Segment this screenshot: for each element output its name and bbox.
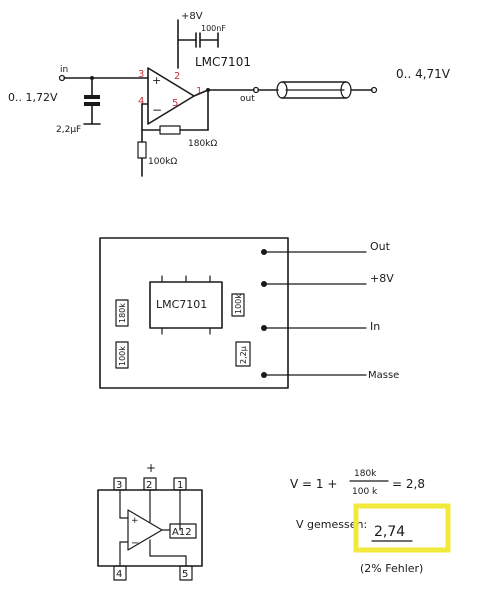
board-label-gnd: Masse (368, 370, 399, 381)
pinout-marking-box (169, 523, 197, 539)
pinout-pin-4-label: 4 (116, 569, 122, 580)
output-label: out (240, 94, 255, 104)
pinout-pin-3-label: 3 (116, 480, 122, 491)
opamp-symbol (147, 67, 195, 125)
pinout-opamp-minus: − (131, 538, 139, 549)
board-resistor-100k-left (115, 341, 129, 369)
plus-sign: + (152, 74, 161, 87)
error-note: (2% Fehler) (360, 562, 423, 575)
supply-label: +8V (181, 11, 203, 22)
input-range: 0.. 1,72V (8, 91, 58, 104)
board-ic-label: LMC7101 (156, 298, 207, 311)
output-range: 0.. 4,71V (396, 67, 451, 81)
pinout: + 3 2 1 4 5 + − A12 (97, 461, 203, 581)
ic-label: LMC7101 (195, 55, 251, 69)
ground-resistor (137, 141, 147, 159)
board-capacitor-label: 2,2µ (239, 346, 248, 364)
pinout-plus: + (146, 461, 156, 475)
measured-value: 2,74 (374, 524, 405, 540)
pin-5: 5 (172, 98, 178, 109)
measured-label: V gemessen: (296, 518, 367, 531)
gain-formula-prefix: V = 1 + (290, 477, 337, 491)
out-stub (193, 89, 209, 97)
cin-plate-2 (84, 102, 100, 106)
gain-result: = 2,8 (392, 477, 425, 491)
input-label: in (60, 65, 68, 75)
board-capacitor (235, 341, 251, 367)
ground-resistor-label: 100kΩ (148, 157, 177, 167)
board-resistor-180k (115, 299, 129, 327)
pad-gnd (261, 372, 267, 378)
pin-3: 3 (138, 69, 144, 80)
board-resistor-180k-label: 180k (118, 303, 127, 323)
board-label-vcc: +8V (370, 272, 394, 285)
board-layout: LMC7101 180k 100k 100k 2,2µ Out +8V In M… (99, 237, 399, 389)
measured-highlight-box (353, 503, 451, 553)
pinout-pin-1-label: 1 (177, 480, 183, 491)
gain-denominator: 100 k (352, 487, 378, 497)
feedback-resistor (159, 125, 181, 135)
board-resistor-100k-left-label: 100k (118, 346, 127, 366)
pad-out (261, 249, 267, 255)
schematic: +8V 100nF LMC7101 + − 3 4 2 1 5 in 0.. 1… (8, 11, 451, 177)
pin-4: 4 (138, 96, 144, 107)
cin-label: 2,2µF (56, 125, 81, 135)
minus-sign: − (152, 103, 162, 117)
cable-terminal (370, 86, 378, 94)
calculation: V = 1 + 180k 100 k = 2,8 V gemessen: 2,7… (290, 469, 451, 575)
pad-in (261, 325, 267, 331)
board-resistor-100k-right-label: 100k (234, 294, 243, 314)
pinout-pin-5-label: 5 (182, 569, 188, 580)
board-label-out: Out (370, 240, 391, 253)
pad-vcc (261, 281, 267, 287)
pin-1: 1 (196, 86, 202, 97)
cin-plate-1 (84, 95, 100, 99)
board-label-in: In (370, 320, 380, 333)
cap-top-label: 100nF (201, 24, 226, 33)
pinout-marking: A12 (172, 527, 192, 538)
board-resistor-100k-right (231, 293, 245, 317)
gain-numerator: 180k (354, 469, 377, 479)
pinout-pin-2-label: 2 (146, 480, 152, 491)
board-outline (99, 237, 289, 389)
pin-2: 2 (174, 71, 180, 82)
feedback-resistor-label: 180kΩ (188, 139, 217, 149)
pinout-opamp-symbol (127, 509, 163, 551)
output-junction (206, 88, 210, 92)
pinout-opamp-plus: + (131, 516, 139, 526)
